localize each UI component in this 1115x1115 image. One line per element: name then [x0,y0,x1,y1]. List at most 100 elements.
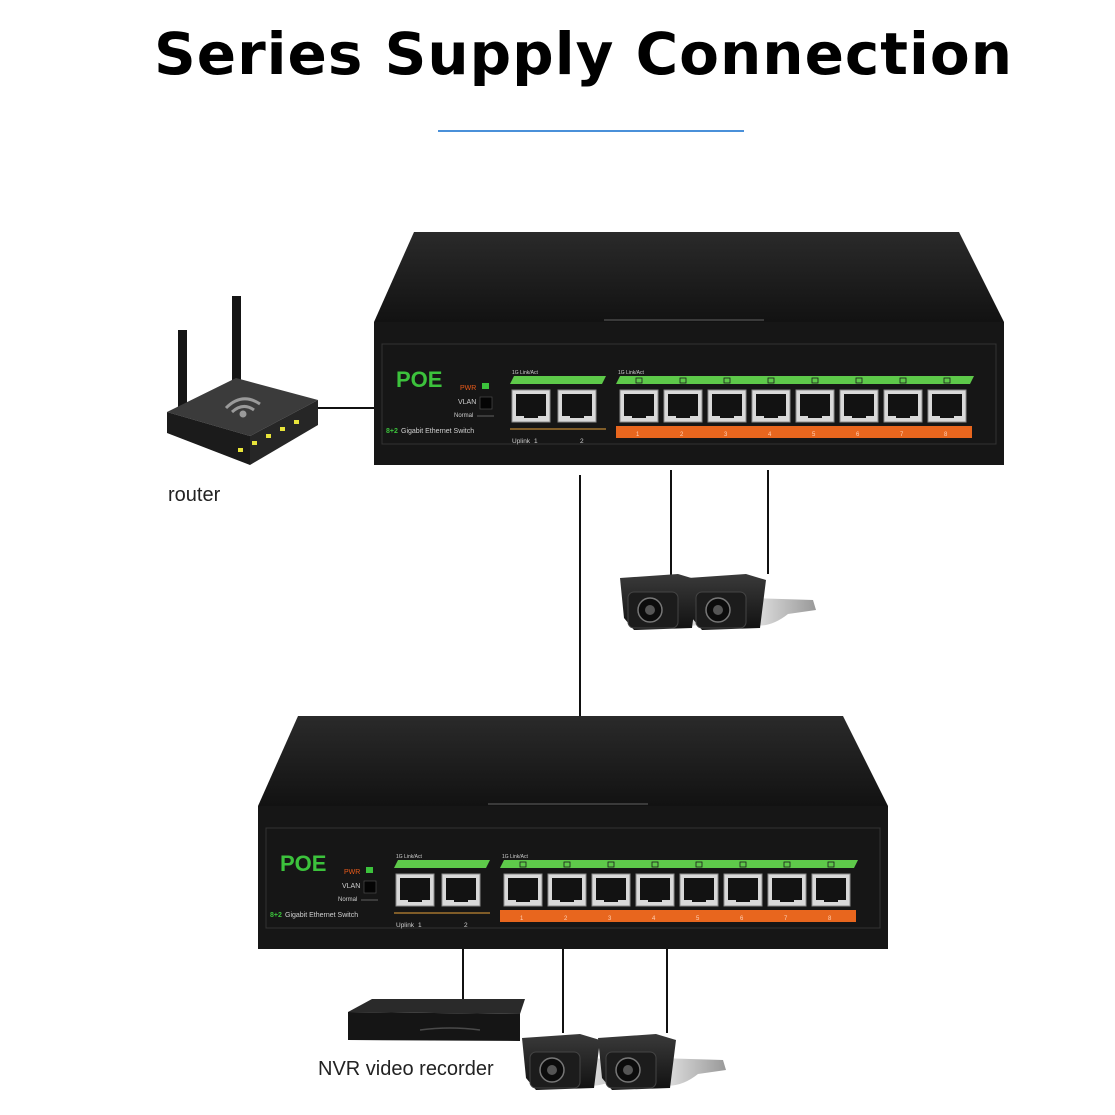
uplink-port-2[interactable] [557,389,597,423]
poe-port-led-5 [811,377,819,384]
poe-port-led-4 [767,377,775,384]
poe-port-led-1 [635,377,643,384]
poe-port-label-8: 8 [944,432,948,438]
ip-camera [598,1034,726,1090]
title-underline [438,130,744,132]
uplink-label: Uplink [512,438,531,445]
poe-port-label-1: 1 [636,432,640,438]
poe-port-label-4: 4 [652,916,656,922]
switch-brand: POE [280,851,326,876]
poe-port-led-2 [679,377,687,384]
uplink-port-2[interactable] [441,873,481,907]
wifi-icon [224,397,261,418]
poe-port-band [500,910,856,922]
uplink-label: Uplink [396,922,415,929]
poe-port-led-6 [855,377,863,384]
poe-port-led-5 [695,861,703,868]
uplink-port-label-1: 1 [534,438,538,445]
poe-port-label-7: 7 [784,916,788,922]
poe-port-3[interactable] [707,389,747,423]
led-pwr-indicator [482,383,489,389]
poe-port-7[interactable] [883,389,923,423]
poe-port-label-8: 8 [828,916,832,922]
poe-port-4[interactable] [751,389,791,423]
poe-port-band [616,426,972,438]
poe-port-label-2: 2 [564,916,568,922]
poe-port-led-3 [723,377,731,384]
poe-port-label-3: 3 [608,916,612,922]
nvr-recorder [348,999,525,1041]
poe-port-label-7: 7 [900,432,904,438]
ip-camera [688,574,816,630]
uplink-link-band [394,860,490,868]
uplink-port-label-1: 1 [418,922,422,929]
poe-link-label: 1G Link/Act [618,370,644,376]
poe-port-label-5: 5 [812,432,816,438]
poe-port-led-8 [827,861,835,868]
led-pwr-indicator [366,867,373,873]
diagram-title: Series Supply Connection [153,20,1014,88]
poe-port-7[interactable] [767,873,807,907]
switch-model-text: Gigabit Ethernet Switch [285,912,358,919]
router-antenna-right [232,296,241,398]
uplink-port-1[interactable] [511,389,551,423]
poe-port-label-6: 6 [740,916,744,922]
switch-model: 8+2 [386,428,398,435]
poe-port-label-5: 5 [696,916,700,922]
poe-port-5[interactable] [795,389,835,423]
poe-port-8[interactable] [927,389,967,423]
led-pwr-label: PWR [460,385,476,392]
uplink-link-band [510,376,606,384]
vlan-switch[interactable] [363,880,377,894]
nvr-label: NVR video recorder [318,1058,494,1080]
poe-port-label-4: 4 [768,432,772,438]
poe-port-led-2 [563,861,571,868]
uplink-port-1[interactable] [395,873,435,907]
uplink-link-label: 1G Link/Act [396,854,422,860]
router-status-leds [238,420,299,452]
poe-port-6[interactable] [723,873,763,907]
cables [305,407,769,1033]
switch-model: 8+2 [270,912,282,919]
poe-link-band [500,860,858,868]
poe-port-4[interactable] [635,873,675,907]
poe-port-led-3 [607,861,615,868]
poe-port-1[interactable] [619,389,659,423]
switch-top-face [258,716,888,806]
poe-link-label: 1G Link/Act [502,854,528,860]
vlan-switch[interactable] [479,396,493,410]
uplink-port-label-2: 2 [464,922,468,929]
poe-link-band [616,376,974,384]
poe-port-led-7 [899,377,907,384]
poe-port-2[interactable] [547,873,587,907]
poe-port-5[interactable] [679,873,719,907]
uplink-link-label: 1G Link/Act [512,370,538,376]
poe-port-led-6 [739,861,747,868]
poe-port-led-4 [651,861,659,868]
router-antenna-left [178,330,187,412]
camera-mount [748,598,816,626]
led-vlan-label: VLAN [458,399,476,406]
camera-mount [658,1058,726,1086]
switch-top-face [374,232,1004,322]
uplink-port-label-2: 2 [580,438,584,445]
switch-brand: POE [396,367,442,392]
poe-port-label-2: 2 [680,432,684,438]
poe-port-6[interactable] [839,389,879,423]
poe-port-1[interactable] [503,873,543,907]
poe-port-2[interactable] [663,389,703,423]
led-vlan-label: VLAN [342,883,360,890]
led-normal-label: Normal [338,897,357,903]
poe-port-led-1 [519,861,527,868]
poe-port-label-6: 6 [856,432,860,438]
poe-port-3[interactable] [591,873,631,907]
poe-port-led-7 [783,861,791,868]
poe-port-8[interactable] [811,873,851,907]
poe-port-led-8 [943,377,951,384]
poe-port-label-1: 1 [520,916,524,922]
router [167,296,318,465]
